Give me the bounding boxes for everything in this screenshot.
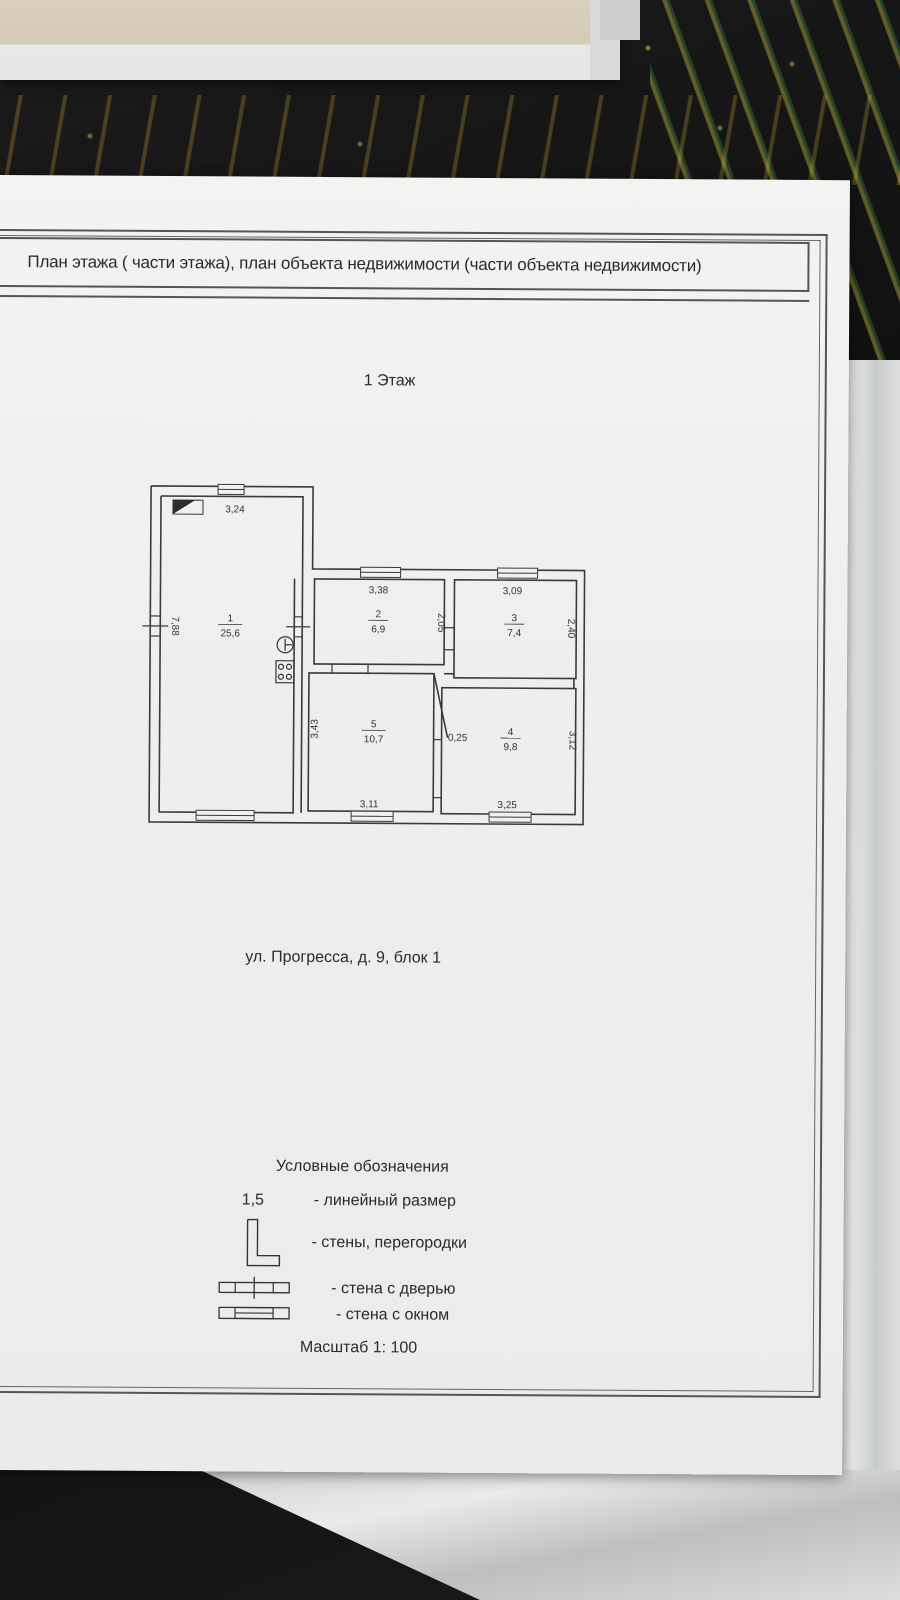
document-title: План этажа ( части этажа), план объекта … <box>27 252 702 276</box>
dim-corridor-width: 0,25 <box>448 733 468 744</box>
room-4-area: 9,8 <box>504 742 518 753</box>
legend-label-wall-with-door: - стена с дверью <box>331 1280 456 1298</box>
dim-room5-height: 3,43 <box>310 719 321 739</box>
room-5-number: 5 <box>371 719 377 730</box>
walls-legend-icon <box>246 1218 281 1267</box>
dim-room2-height: 2,05 <box>435 613 446 633</box>
room-3-number: 3 <box>511 613 517 624</box>
room-5-area: 10,7 <box>364 734 384 745</box>
dim-room1-length: 7,88 <box>169 616 180 636</box>
title-box: План этажа ( части этажа), план объекта … <box>0 236 810 292</box>
legend-label-wall-with-window: - стена с окном <box>335 1306 450 1324</box>
legend-title: Условные обозначения <box>275 1157 449 1176</box>
wall-with-door-legend-icon <box>218 1276 290 1299</box>
dim-room3-width: 3,09 <box>503 586 523 597</box>
room-1-area: 25,6 <box>220 628 240 639</box>
dim-room4-height: 3,12 <box>566 731 577 751</box>
legend-label-linear-dimension: - линейный размер <box>313 1191 456 1210</box>
legend-label-walls: - стены, перегородки <box>311 1233 468 1252</box>
room-2-number: 2 <box>376 609 382 620</box>
dim-room1-width: 3,24 <box>225 504 245 515</box>
room-4-number: 4 <box>508 727 514 738</box>
legend-sample-dimension: 1,5 <box>241 1191 265 1209</box>
scale-label: Масштаб 1: 100 <box>299 1338 418 1357</box>
wall-with-window-legend-icon <box>218 1306 290 1320</box>
legend: Условные обозначения 1,5 - линейный разм… <box>203 1151 524 1373</box>
floor-label: 1 Этаж <box>363 372 416 390</box>
dim-room5-width: 3,11 <box>360 799 379 810</box>
property-address: ул. Прогресса, д. 9, блок 1 <box>245 948 442 967</box>
underlying-document-top <box>0 0 620 80</box>
dim-room3-height: 2,40 <box>565 619 576 639</box>
floor-plan-document: План этажа ( части этажа), план объекта … <box>0 175 850 1476</box>
room-2-area: 6,9 <box>371 624 385 635</box>
dim-room4-width: 3,25 <box>497 800 517 811</box>
underlying-document-tab <box>600 0 640 40</box>
room-1-number: 1 <box>227 613 233 624</box>
floor-plan-drawing: 1 25,6 2 6,9 3 7,4 4 9,8 5 10,7 3,24 7,8… <box>142 483 586 826</box>
room-3-area: 7,4 <box>507 628 521 639</box>
glitter-pattern <box>0 95 900 185</box>
dim-room2-width: 3,38 <box>369 585 389 596</box>
